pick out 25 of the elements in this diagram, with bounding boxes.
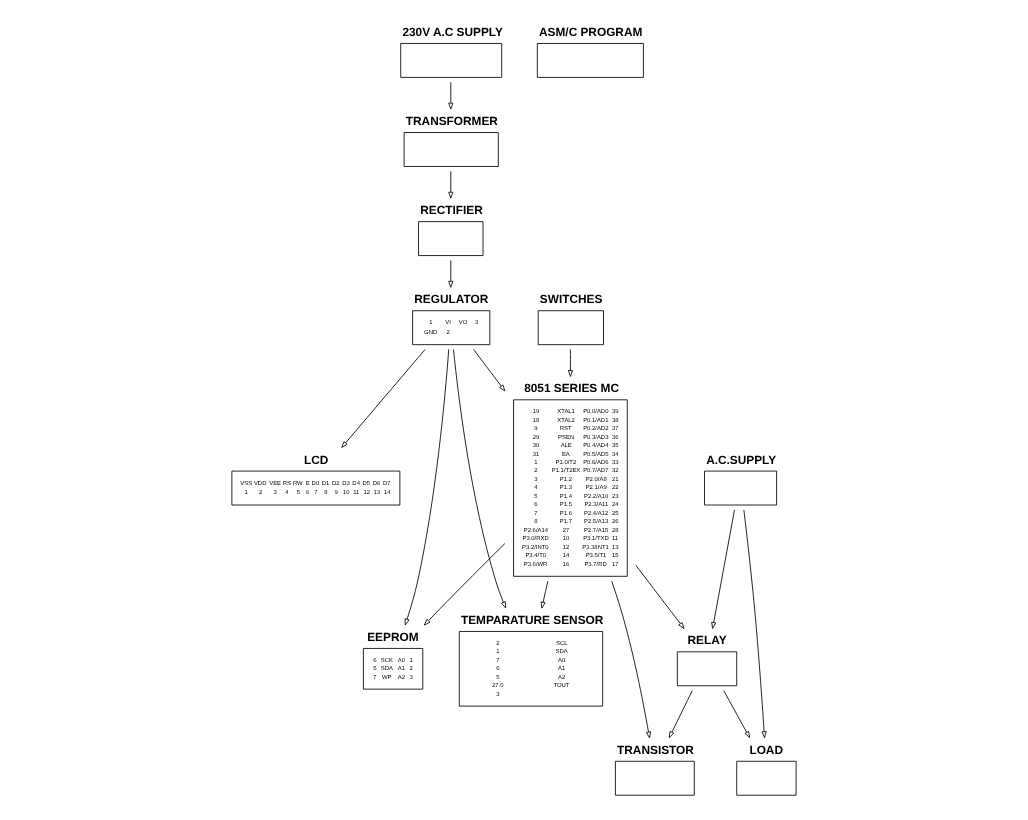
arrow: [540, 580, 549, 609]
node-box: [537, 310, 604, 346]
node-box: [614, 760, 695, 796]
arrow: [448, 260, 454, 288]
node-box: [536, 43, 644, 78]
arrow: [611, 580, 651, 739]
arrow: [404, 348, 450, 626]
arrow: [635, 565, 685, 629]
arrow: [341, 349, 426, 448]
node-box: [676, 651, 738, 687]
arrow: [723, 690, 751, 739]
arrow: [711, 509, 735, 629]
arrow: [567, 349, 573, 377]
arrow: [423, 543, 506, 626]
arrow: [448, 81, 454, 110]
node-box: [403, 132, 499, 167]
node-box: [704, 470, 778, 506]
arrow: [473, 349, 506, 392]
node-box: [736, 760, 797, 796]
node-box: [418, 221, 484, 256]
arrow: [743, 509, 767, 739]
node-box: [400, 43, 503, 78]
arrow: [668, 690, 693, 739]
arrow: [448, 170, 454, 199]
arrow: [453, 349, 507, 609]
